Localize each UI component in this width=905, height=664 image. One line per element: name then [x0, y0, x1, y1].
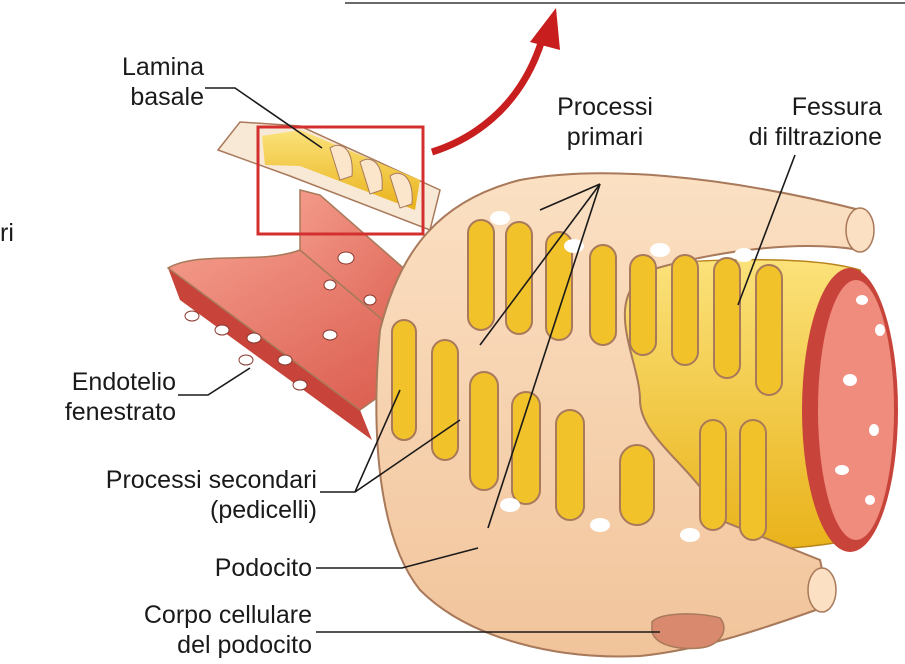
label-primari-line1: Processi	[540, 92, 670, 122]
label-lamina-line1: Lamina	[90, 52, 204, 82]
label-fessura-filtrazione: Fessura di filtrazione	[700, 92, 882, 152]
zoom-arrow	[432, 40, 542, 152]
label-edge-fragment: ri	[0, 218, 20, 248]
label-processi-secondari: Processi secondari (pedicelli)	[55, 465, 317, 525]
label-corpo-line1: Corpo cellulare	[90, 600, 312, 630]
label-lamina-basale: Lamina basale	[90, 52, 204, 112]
label-secondari-line2: (pedicelli)	[55, 495, 317, 525]
label-corpo-cellulare: Corpo cellulare del podocito	[90, 600, 312, 660]
label-primari-line2: primari	[540, 122, 670, 152]
zoom-arrowhead	[530, 8, 560, 50]
podocyte-nucleus	[652, 614, 724, 649]
label-secondari-line1: Processi secondari	[55, 465, 317, 495]
label-endotelio-line1: Endotelio	[30, 367, 176, 397]
label-podocito: Podocito	[150, 553, 312, 583]
label-endotelio-fenestrato: Endotelio fenestrato	[30, 367, 176, 427]
label-processi-primari: Processi primari	[540, 92, 670, 152]
label-endotelio-line2: fenestrato	[30, 397, 176, 427]
label-fessura-line1: Fessura	[700, 92, 882, 122]
label-lamina-line2: basale	[90, 82, 204, 112]
label-fessura-line2: di filtrazione	[700, 122, 882, 152]
label-corpo-line2: del podocito	[90, 630, 312, 660]
